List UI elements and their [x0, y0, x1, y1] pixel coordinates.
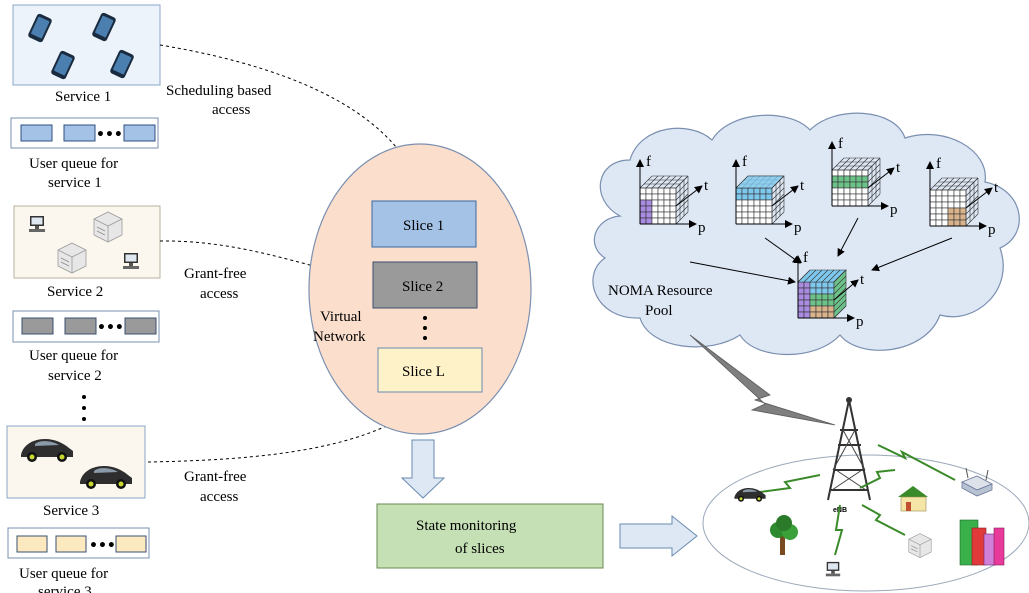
- grant-free-access-arrow-2: [147, 393, 434, 463]
- queue-dots: •••: [97, 320, 124, 336]
- cell-coverage-ellipse: [702, 454, 1029, 592]
- queue-3-label-line2: service 3: [38, 584, 92, 593]
- scheduling-access-arrow: [159, 44, 426, 198]
- noma-pool-label-line1: NOMA Resource: [608, 283, 713, 299]
- scheduling-access-label-line2: access: [212, 102, 250, 118]
- axis-p-label: p: [794, 220, 802, 236]
- cube-axes: f t p: [926, 156, 999, 238]
- queue-2-label-line1: User queue for: [29, 348, 118, 364]
- resource-cube-3: f t p: [828, 136, 901, 218]
- cube-arrow-4: [871, 237, 953, 272]
- axis-f-label: f: [742, 154, 747, 170]
- user-queue-3: •••: [7, 527, 150, 559]
- queue-2-label-line2: service 2: [48, 368, 102, 384]
- service-1-panel: [12, 4, 161, 86]
- axis-f-label: f: [936, 156, 941, 172]
- grant-free-label-1-line1: Grant-free: [184, 266, 247, 282]
- slice-l-label: Slice L: [402, 364, 445, 380]
- queue-3-label-line1: User queue for: [19, 566, 108, 582]
- axis-f-label: f: [646, 154, 651, 170]
- cube-axes: f t p: [828, 136, 901, 218]
- cube-arrow-2: [764, 237, 801, 264]
- virtual-network-label-line1: Virtual: [320, 309, 362, 325]
- slice-1-label: Slice 1: [403, 218, 444, 234]
- wireless-links: [759, 444, 956, 556]
- scheduling-access-label-line1: Scheduling based: [166, 83, 272, 99]
- slice-2-box: [372, 261, 478, 309]
- server-icon: [908, 533, 932, 558]
- queue-1-label-line2: service 1: [48, 175, 102, 191]
- user-queue-1: •••: [10, 117, 159, 149]
- slice-l-box: [377, 347, 483, 393]
- pooled-resource-cube: f t p: [794, 250, 865, 330]
- cube-arrow-3: [837, 217, 859, 257]
- axis-f-label: f: [838, 136, 843, 152]
- slice-ellipsis: [423, 316, 427, 340]
- service-2-label: Service 2: [47, 284, 103, 300]
- axis-t-label: t: [800, 178, 805, 194]
- axis-t-label: t: [896, 160, 901, 176]
- resource-cube-4: f t p: [926, 156, 999, 238]
- axis-t-label: t: [704, 178, 709, 194]
- queue-dots: •••: [96, 127, 123, 143]
- axis-p-label: p: [856, 314, 864, 330]
- tower-icon: [827, 397, 871, 501]
- noma-pool-label-line2: Pool: [645, 303, 673, 319]
- grant-free-label-2-line2: access: [200, 489, 238, 505]
- state-monitoring-label-line2: of slices: [455, 541, 505, 557]
- router-icon: [961, 467, 993, 497]
- cube-arrow-1: [689, 261, 796, 285]
- cube-axes: f t p: [636, 154, 709, 236]
- building-icon: [959, 519, 1005, 566]
- cube-axes: f t p: [732, 154, 805, 236]
- queue-1-label-line1: User queue for: [29, 156, 118, 172]
- cube-axes: f t p: [794, 250, 865, 330]
- axis-f-label: f: [803, 250, 808, 266]
- computer-icon: [825, 561, 841, 577]
- slice-2-label: Slice 2: [402, 279, 443, 295]
- house-icon: [898, 486, 928, 512]
- resource-cube-2: f t p: [732, 154, 805, 236]
- grant-free-label-1-line2: access: [200, 286, 238, 302]
- resource-cube-1: f t p: [636, 154, 709, 236]
- axis-p-label: p: [988, 222, 996, 238]
- service-2-panel: [13, 205, 161, 279]
- down-block-arrow: [400, 439, 446, 499]
- queue-dots: •••: [89, 538, 116, 554]
- tree-icon: [770, 515, 798, 555]
- right-block-arrow: [619, 514, 698, 558]
- service-3-panel: [6, 425, 146, 499]
- vertical-ellipsis: [82, 395, 86, 421]
- service-3-label: Service 3: [43, 503, 99, 519]
- state-monitoring-box: [376, 503, 604, 569]
- grant-free-label-2-line1: Grant-free: [184, 469, 247, 485]
- state-monitoring-label-line1: State monitoring: [416, 518, 517, 534]
- axis-t-label: t: [860, 272, 865, 288]
- wireless-link-bolt: [689, 334, 836, 426]
- virtual-network-label-line2: Network: [313, 329, 366, 345]
- noma-cloud: [592, 112, 1020, 356]
- user-queue-2: •••: [12, 310, 160, 343]
- slice-1-box: [371, 200, 477, 248]
- axis-t-label: t: [994, 180, 999, 196]
- axis-p-label: p: [698, 220, 706, 236]
- axis-p-label: p: [890, 202, 898, 218]
- service-1-label: Service 1: [55, 89, 111, 105]
